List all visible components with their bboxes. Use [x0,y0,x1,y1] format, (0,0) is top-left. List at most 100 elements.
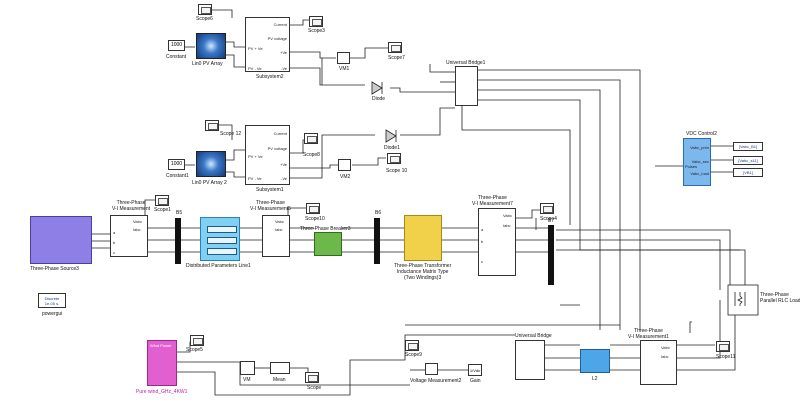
scope3[interactable] [309,16,323,27]
bus-b7[interactable] [548,225,554,285]
scope-bus-label: Scope4 [540,216,557,222]
breaker-label: Three-Phase Breaker3 [300,226,351,232]
line-seg-b [207,237,237,244]
transformer[interactable] [404,215,442,261]
vi7-a: a [481,227,484,232]
bus-b7-label: B7 [548,218,555,224]
distributed-line-label: Distributed Parameters Line1 [186,263,251,269]
vdc-control[interactable]: Pulses Vabc_prim Vabc_sec Vabc_load [683,138,711,186]
mean-block[interactable] [270,362,290,374]
vi1-vabc: Vabc [133,219,142,224]
universal-bridge-label: Universal Bridge [515,333,552,339]
sub1-out-4: -Ve [280,176,287,181]
vm2-label: VM2 [340,174,351,180]
gain-label: Gain [470,378,481,384]
gain-block[interactable]: 1/Vdc [468,364,482,376]
scope-bot-label: Scope [307,385,322,391]
universal-bridge[interactable] [515,340,545,380]
sub2-out-2: PV voltage [267,36,287,41]
scope9[interactable] [405,340,419,351]
constant-block[interactable]: 1000 [168,40,185,51]
universal-bridge1[interactable] [455,66,478,106]
vdc-in-pulses: Pulses [685,164,698,169]
sub2-in-1: PV + Ve [248,46,263,51]
load-label: Three-Phase Parallel RLC Load [760,292,800,304]
pv-array-1[interactable] [196,33,226,59]
scope-ac2-label: Scope10 [305,216,325,222]
vi1-a: a [113,230,116,235]
scope-out[interactable] [716,341,730,352]
vi-meas-7-label: Three-Phase V-I Measurement7 [472,195,513,207]
sub2-in-2: PV - Ve [248,66,262,71]
vdc-tag-2[interactable]: [Vabc_s11] [733,156,763,165]
scope6-label: Scope6 [196,16,213,22]
sub1-in-1: PV + Ve [248,154,263,159]
vi-meas-1[interactable]: Vabc Iabc a b c [110,215,148,257]
scope-bus[interactable] [540,203,554,214]
scope12-label: Scope 12 [220,131,242,137]
bus-b5[interactable] [175,218,181,264]
vm1-block[interactable] [337,52,350,64]
subsystem1[interactable]: PV + Ve PV - Ve Current PV voltage +Ve -… [245,125,290,185]
scope-bot[interactable] [305,372,319,383]
powergui[interactable]: Discrete 1e-05 s. [38,293,66,308]
three-phase-breaker[interactable] [314,232,342,256]
vdc-tag-1[interactable]: [Vabc_B1] [733,142,763,151]
subsystem2[interactable]: PV + Ve PV - Ve Current PV voltage +Ve -… [245,17,290,72]
vi1-b: b [113,240,116,245]
scope8[interactable] [304,133,318,144]
universal-bridge1-label: Universal Bridge1 [446,60,486,66]
vi1-iabc: Iabc [133,227,141,232]
subsystem1-label: Subsystem1 [256,187,284,193]
bus-b5-label: B5 [176,210,183,216]
vdc-control-title: VDC Control2 [686,131,717,137]
bus-b6[interactable] [374,218,380,264]
scope12[interactable] [205,120,219,131]
scope7[interactable] [388,42,402,53]
vi-meas-7[interactable]: Vabc Iabc a b c [478,208,516,276]
pv-array-1-label: Lin0 PV Array [192,61,223,67]
l2-label: L2 [592,376,598,382]
scope1[interactable] [155,195,169,206]
scope10-top[interactable] [387,153,401,164]
vi1-c: c [113,250,115,255]
sub1-out-1: Current [273,131,287,136]
constant1-block[interactable]: 1000 [168,159,185,170]
vm2-block[interactable] [338,159,351,171]
vi7-b: b [481,239,484,244]
sub2-out-3: +Ve [279,50,287,55]
sub2-out-4: -Ve [280,66,287,71]
vi1b-vabc: Vabc [661,345,670,350]
scope10-top-label: Scope 10 [386,168,408,174]
vdc-out-2: Vabc_sec [691,159,709,164]
bus-b6-label: B6 [375,210,382,216]
voltage-measurement2[interactable] [425,363,438,375]
wind-power-block[interactable]: Wind Power [147,340,177,386]
constant-label: Constant [166,54,187,60]
powergui-label: powergui [42,311,63,317]
scope5-label: Scope5 [186,347,203,353]
scope8-label: Scope8 [303,152,320,158]
vdc-out-1: Vabc_prim [690,145,709,150]
constant1-label: Constant1 [166,173,189,179]
distributed-line[interactable] [200,217,240,261]
scope6[interactable] [198,4,212,15]
vi-meas-5[interactable]: Vabc Iabc [262,215,290,257]
wind-title: Wind Power [150,343,172,348]
three-phase-source[interactable] [30,216,92,264]
vi-meas-1b-label: Three-Phase V-I Measurement1 [628,328,669,340]
l2-block[interactable] [580,349,610,373]
vi-meas-1b[interactable]: Vabc Iabc [640,340,677,385]
sub1-in-2: PV - Ve [248,176,262,181]
scope3-label: Scope3 [308,28,325,34]
diode-label: Diode [372,96,386,102]
scope5[interactable] [190,335,204,346]
pv-array-2[interactable] [196,151,226,177]
scope7-label: Scope7 [388,55,405,61]
vm1-label: VM1 [339,66,350,72]
vm-label: VM [243,377,251,383]
scope-ac2[interactable] [306,203,320,214]
vdc-tag-3[interactable]: [VB1] [733,168,763,177]
vm-block[interactable] [240,361,255,375]
wind-label: Pure wind_GHz_4KW1 [136,389,188,395]
